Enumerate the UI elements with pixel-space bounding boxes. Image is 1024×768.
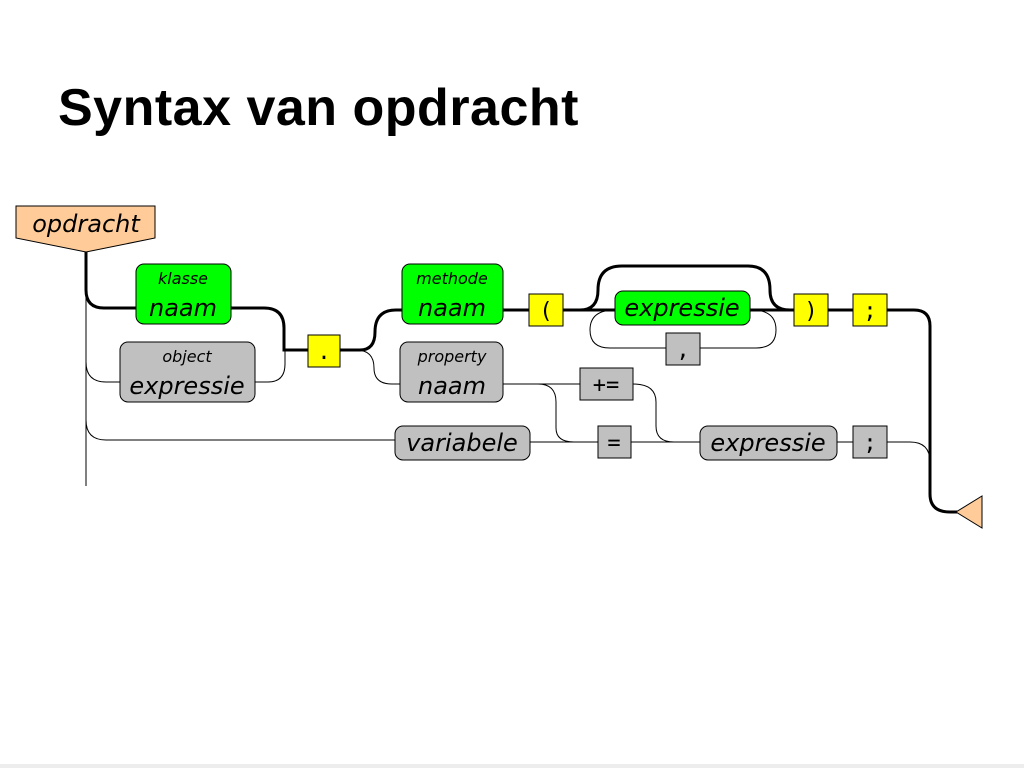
node-methode-naam: methode naam <box>401 263 504 325</box>
object-expressie-label: expressie <box>129 372 244 400</box>
value-expressie-label: expressie <box>710 429 825 457</box>
methode-naam-label: naam <box>418 294 486 322</box>
node-object-expressie: object expressie <box>119 341 256 403</box>
start-node-opdracht: opdracht <box>15 205 156 253</box>
arg-expressie-label: expressie <box>624 294 739 322</box>
terminal-semicolon-1: ; <box>852 293 888 327</box>
close-paren-label: ) <box>804 299 817 324</box>
node-property-naam: property naam <box>399 341 504 403</box>
variabele-label: variabele <box>406 429 518 457</box>
node-arg-expressie: expressie <box>614 290 751 326</box>
property-label: property <box>417 347 487 366</box>
terminal-comma: , <box>665 332 701 366</box>
terminal-semicolon-2: ; <box>852 425 888 459</box>
plus-assign-label: += <box>593 373 620 398</box>
klasse-naam-label: naam <box>149 294 217 322</box>
klasse-label: klasse <box>158 269 208 288</box>
semicolon-2-label: ; <box>863 431 876 456</box>
terminal-dot: . <box>307 334 341 368</box>
node-klasse-naam: klasse naam <box>135 263 232 325</box>
terminal-open-paren: ( <box>528 293 564 327</box>
open-paren-label: ( <box>539 299 552 324</box>
node-variabele: variabele <box>394 425 531 461</box>
terminal-plus-assign: += <box>579 367 634 401</box>
thick-lines <box>84 238 960 514</box>
assign-label: = <box>607 431 620 456</box>
object-label: object <box>162 347 212 366</box>
page-title: Syntax van opdracht <box>58 79 579 137</box>
methode-label: methode <box>416 269 488 288</box>
node-value-expressie: expressie <box>699 425 838 461</box>
semicolon-1-label: ; <box>863 299 876 324</box>
property-naam-label: naam <box>418 372 486 400</box>
start-label: opdracht <box>32 210 141 238</box>
comma-label: , <box>676 338 689 363</box>
terminal-assign: = <box>597 425 632 459</box>
end-marker-icon <box>955 495 983 529</box>
terminal-close-paren: ) <box>793 293 829 327</box>
bottom-divider <box>0 764 1024 768</box>
dot-label: . <box>317 340 330 365</box>
